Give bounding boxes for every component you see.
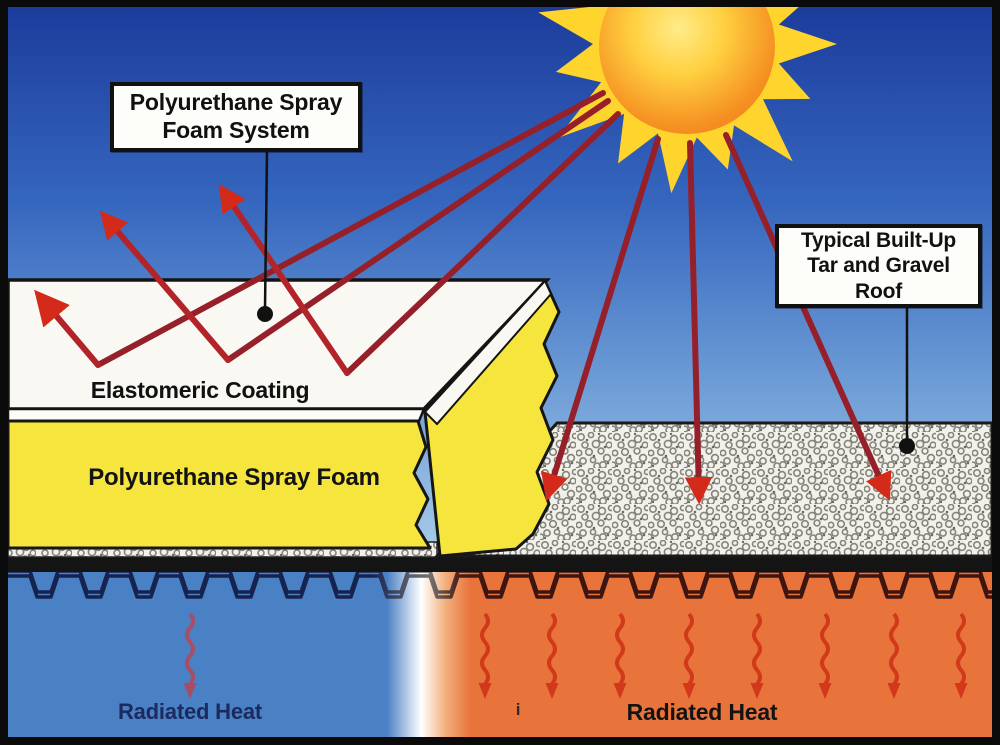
absorbed-ray bbox=[684, 140, 713, 505]
coating-edge-corner bbox=[423, 279, 553, 426]
reflected-ray-arrows bbox=[34, 184, 350, 376]
coating-front-edge bbox=[6, 407, 426, 423]
solar-ray bbox=[344, 111, 621, 376]
heat-arrow-left bbox=[183, 612, 197, 699]
solar-ray-arrows bbox=[95, 90, 892, 505]
solar-ray bbox=[95, 90, 606, 368]
solar-ray bbox=[225, 98, 611, 363]
sun-disc bbox=[599, 0, 775, 134]
stray-mark: i bbox=[515, 700, 521, 719]
callout-dot bbox=[257, 306, 273, 322]
leader-line bbox=[263, 151, 269, 309]
reflected-ray bbox=[218, 184, 350, 376]
label-radiated-heat-right: Radiated Heat bbox=[626, 699, 778, 725]
label-polyurethane-spray-foam: Polyurethane Spray Foam bbox=[88, 464, 380, 491]
absorbed-ray bbox=[541, 136, 661, 502]
reflected-ray bbox=[34, 289, 101, 368]
callout-tar-gravel: Typical Built-Up Tar and Gravel Roof bbox=[775, 224, 982, 308]
sun-icon bbox=[538, 0, 837, 194]
label-radiated-heat-left: Radiated Heat bbox=[117, 699, 263, 724]
reflected-ray bbox=[99, 210, 231, 363]
callout-dot bbox=[899, 438, 915, 454]
label-elastomeric-coating: Elastomeric Coating bbox=[90, 377, 310, 403]
callout-leaders bbox=[257, 151, 915, 454]
roof-deck-band bbox=[8, 556, 992, 572]
foam-cut-face bbox=[423, 279, 561, 558]
foam-front-face bbox=[6, 419, 432, 550]
callout-foam-system: Polyurethane Spray Foam System bbox=[110, 82, 362, 152]
heat-arrows-right bbox=[478, 612, 968, 699]
absorbed-ray bbox=[723, 132, 892, 501]
